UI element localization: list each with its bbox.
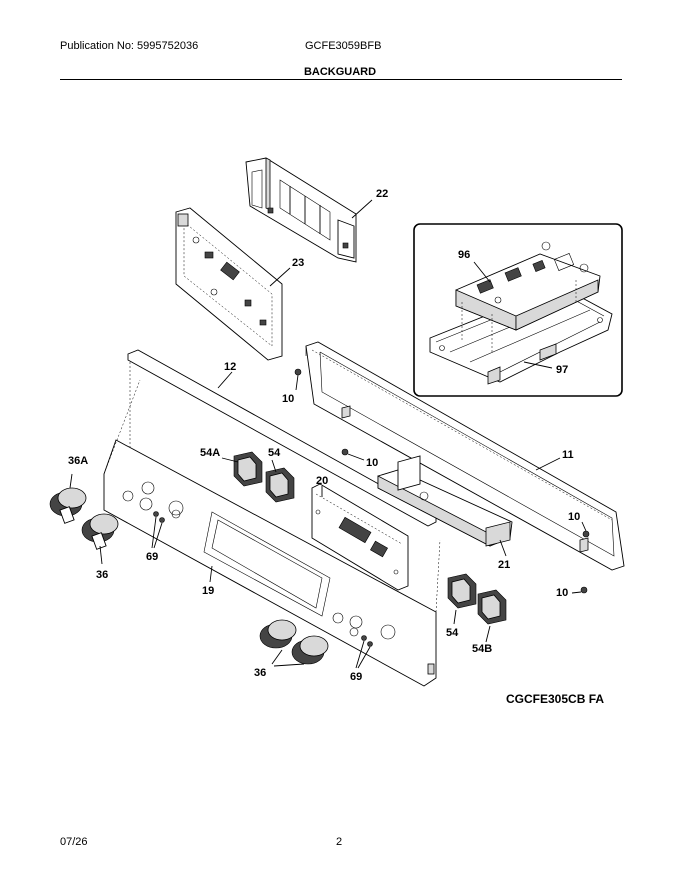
part-54a-switch — [233, 451, 263, 487]
leader-12 — [217, 371, 233, 389]
callout-54-top: 54 — [268, 447, 281, 459]
callout-54-right: 54 — [446, 627, 459, 639]
callout-10-d: 10 — [556, 587, 568, 599]
callout-36-left: 36 — [96, 569, 108, 581]
part-69-pins-left — [151, 511, 165, 549]
part-12-gasket — [127, 349, 437, 527]
callout-10-a: 10 — [282, 393, 294, 405]
callout-96: 96 — [458, 249, 470, 261]
part-54-switch-top — [265, 467, 295, 503]
leader-97 — [523, 361, 553, 369]
detail-inset — [413, 223, 623, 397]
diagram-code: CGCFE305CB FA — [506, 692, 604, 706]
callout-69-bottom: 69 — [350, 671, 362, 683]
leader-36-bottom-a — [271, 649, 283, 665]
callout-54a: 54A — [200, 447, 220, 459]
callout-54b: 54B — [472, 643, 492, 655]
leader-21 — [499, 539, 507, 557]
callout-12: 12 — [224, 361, 236, 373]
part-20-display-board — [311, 483, 409, 591]
publication-number: Publication No: 5995752036 — [60, 40, 199, 52]
leader-54-right — [453, 609, 457, 625]
part-23-control-board — [175, 207, 283, 361]
callout-11: 11 — [562, 449, 574, 461]
part-10-screw-b — [341, 448, 365, 461]
footer-date: 07/26 — [60, 836, 88, 848]
part-69-pins-bottom — [355, 635, 373, 669]
callout-10-c: 10 — [568, 511, 580, 523]
leader-54-top — [271, 459, 277, 473]
leader-54b — [485, 625, 491, 643]
leader-36-left — [99, 545, 103, 565]
part-21-display-bracket — [377, 455, 513, 547]
callout-19: 19 — [202, 585, 214, 597]
part-10-screw-d — [571, 586, 588, 594]
part-54b-switch — [477, 589, 507, 625]
part-36-knob-left — [81, 513, 119, 550]
callout-69-left: 69 — [146, 551, 158, 563]
callout-20: 20 — [316, 475, 328, 487]
header-divider — [60, 79, 622, 80]
leader-36-bottom-b — [273, 663, 305, 667]
section-title: BACKGUARD — [303, 66, 377, 78]
model-number: GCFE3059BFB — [305, 40, 382, 52]
callout-21: 21 — [498, 559, 510, 571]
leader-23 — [269, 267, 291, 287]
leader-96 — [473, 261, 491, 283]
part-10-screw-a — [294, 368, 302, 391]
callout-10-b: 10 — [366, 457, 378, 469]
part-36-knobs-bottom — [259, 619, 329, 665]
footer-page-number: 2 — [336, 836, 343, 848]
callout-22: 22 — [376, 188, 388, 200]
part-22-bracket — [245, 157, 357, 263]
leader-54a — [221, 457, 239, 463]
callout-36-bottom: 36 — [254, 667, 266, 679]
leader-11 — [535, 457, 561, 471]
leader-22 — [351, 199, 373, 219]
part-10-screw-c — [581, 521, 590, 538]
callout-97: 97 — [556, 364, 568, 376]
leader-36a — [69, 473, 73, 489]
part-36a-knob — [49, 487, 87, 524]
part-11-rear-frame — [305, 341, 625, 571]
part-54-switch-right — [447, 573, 477, 609]
callout-36a: 36A — [68, 455, 88, 467]
part-19-control-panel — [103, 379, 441, 687]
leader-19 — [209, 565, 213, 583]
callout-23: 23 — [292, 257, 304, 269]
